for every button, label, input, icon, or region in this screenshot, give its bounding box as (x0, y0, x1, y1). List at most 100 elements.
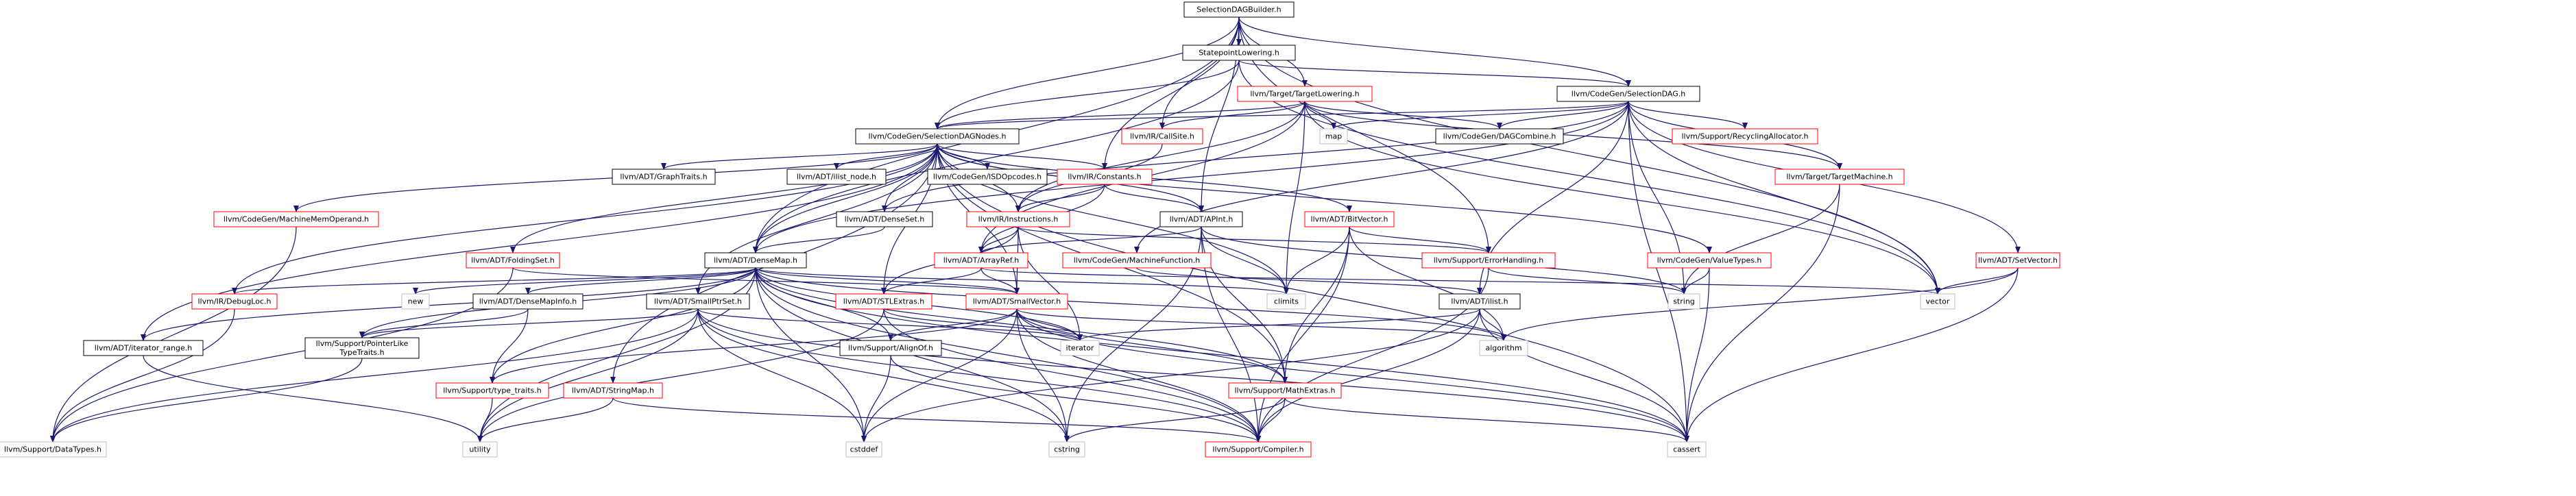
node-stlextras[interactable]: llvm/ADT/STLExtras.h (835, 293, 932, 310)
node-box-iterator (1060, 340, 1100, 356)
edge-stat-to-vector (1238, 60, 1940, 295)
node-label-recyc: llvm/Support/RecyclingAllocator.h (1681, 132, 1808, 141)
node-box-sdag (1556, 86, 1700, 102)
edge-smallptr-to-ptrlike (359, 308, 699, 338)
edge-alignof-to-cstddef (861, 355, 891, 443)
edge-smallvec-to-cassert (1016, 308, 1689, 443)
node-sdag[interactable]: llvm/CodeGen/SelectionDAG.h (1556, 86, 1700, 102)
edge-sdag-to-vector (1628, 101, 1940, 295)
node-ilistnode[interactable]: llvm/ADT/ilist_node.h (786, 169, 887, 185)
edge-smallptr-to-iterator (697, 308, 1083, 341)
node-label-ptrlike: llvm/Support/PointerLike (316, 339, 409, 348)
node-box-datatypes (0, 441, 107, 458)
edge-sdn-to-debugloc (232, 143, 938, 295)
edge-densemap-to-cstddef (755, 267, 867, 443)
edge-smallvec-to-cstring (1016, 308, 1070, 443)
node-setvec[interactable]: llvm/ADT/SetVector.h (1975, 252, 2060, 269)
node-arrayref[interactable]: llvm/ADT/ArrayRef.h (934, 252, 1028, 269)
node-box-instr (966, 211, 1070, 227)
node-vector: vector (1920, 293, 1955, 310)
node-box-isd (927, 169, 1048, 185)
edge-constants-to-instr (1015, 184, 1105, 212)
node-box-mfunc (1062, 252, 1212, 269)
node-cstddef: cstddef (845, 441, 882, 458)
node-label-dmapinfo: llvm/ADT/DenseMapInfo.h (479, 297, 577, 306)
node-compiler[interactable]: llvm/Support/Compiler.h (1205, 441, 1312, 458)
node-valtypes[interactable]: llvm/CodeGen/ValueTypes.h (1647, 252, 1772, 269)
node-label-errh: llvm/Support/ErrorHandling.h (1434, 256, 1544, 265)
edge-arrayref-to-vector (980, 267, 1940, 295)
node-callsite[interactable]: llvm/IR/CallSite.h (1121, 128, 1203, 145)
edge-ilist-to-algorithm (1479, 308, 1506, 341)
node-label-smallptr: llvm/ADT/SmallPtrSet.h (654, 297, 742, 306)
node-label-instr: llvm/IR/Instructions.h (978, 215, 1059, 224)
edge-densemap-to-mathext (755, 267, 1288, 384)
node-box-new (401, 293, 430, 310)
edge-mathext-to-compiler (1255, 397, 1286, 443)
node-constants[interactable]: llvm/IR/Constants.h (1057, 169, 1153, 185)
node-box-dmapinfo (472, 293, 583, 310)
node-box-stringmap (563, 382, 663, 399)
edge-sdn-to-ilistnode (834, 143, 938, 170)
node-stat[interactable]: StatepointLowering.h (1182, 45, 1296, 61)
edge-stlextras-to-iterator (883, 308, 1083, 341)
node-bitvec[interactable]: llvm/ADT/BitVector.h (1304, 211, 1395, 227)
node-box-denseset (836, 211, 933, 227)
node-errh[interactable]: llvm/Support/ErrorHandling.h (1421, 252, 1556, 269)
edge-bitvec-to-compiler (1255, 226, 1350, 443)
node-label-iterator: iterator (1066, 344, 1094, 353)
node-box-dagc (1435, 128, 1564, 145)
node-tmach[interactable]: llvm/Target/TargetMachine.h (1774, 169, 1905, 185)
node-mathext[interactable]: llvm/Support/MathExtras.h (1228, 382, 1342, 399)
edge-root-to-sdag (1238, 16, 1631, 87)
node-iterrange[interactable]: llvm/ADT/iterator_range.h (83, 340, 204, 356)
node-root[interactable]: SelectionDAGBuilder.h (1183, 1, 1295, 18)
edge-smallvec-to-algorithm (1016, 308, 1506, 341)
node-instr[interactable]: llvm/IR/Instructions.h (966, 211, 1070, 227)
node-isd[interactable]: llvm/CodeGen/ISDOpcodes.h (927, 169, 1048, 185)
edge-stat-to-densemap (753, 60, 1240, 253)
node-folding[interactable]: llvm/ADT/FoldingSet.h (466, 252, 560, 269)
edge-bitvec-to-errh (1349, 226, 1491, 253)
node-label-valtypes: llvm/CodeGen/ValueTypes.h (1657, 256, 1762, 265)
node-sdn[interactable]: llvm/CodeGen/SelectionDAGNodes.h (855, 128, 1020, 145)
node-label-climits: climits (1274, 297, 1299, 306)
node-densemap[interactable]: llvm/ADT/DenseMap.h (704, 252, 807, 269)
node-label-dagc: llvm/CodeGen/DAGCombine.h (1443, 132, 1556, 141)
edge-bitvec-to-algorithm (1349, 226, 1506, 341)
node-label-tmach: llvm/Target/TargetMachine.h (1786, 173, 1892, 182)
node-denseset[interactable]: llvm/ADT/DenseSet.h (836, 211, 933, 227)
node-ilist[interactable]: llvm/ADT/ilist.h (1439, 293, 1521, 310)
node-tlow[interactable]: llvm/Target/TargetLowering.h (1237, 86, 1373, 102)
node-label-arrayref: llvm/ADT/ArrayRef.h (943, 256, 1020, 265)
node-smallvec[interactable]: llvm/ADT/SmallVector.h (965, 293, 1068, 310)
edge-smallptr-to-cassert (697, 308, 1689, 443)
node-box-compiler (1205, 441, 1312, 458)
node-dmapinfo[interactable]: llvm/ADT/DenseMapInfo.h (472, 293, 583, 310)
node-graphtraits[interactable]: llvm/ADT/GraphTraits.h (612, 169, 716, 185)
node-apint[interactable]: llvm/ADT/APInt.h (1159, 211, 1243, 227)
node-typetraits[interactable]: llvm/Support/type_traits.h (435, 382, 549, 399)
node-label-algorithm: algorithm (1485, 344, 1521, 353)
node-label-debugloc: llvm/IR/DebugLoc.h (198, 297, 272, 306)
edge-mathext-to-cstring (1064, 397, 1286, 443)
node-smallptr[interactable]: llvm/ADT/SmallPtrSet.h (646, 293, 750, 310)
node-label-datatypes: llvm/Support/DataTypes.h (4, 445, 101, 454)
node-debugloc[interactable]: llvm/IR/DebugLoc.h (191, 293, 278, 310)
node-box-ptrlike (304, 337, 420, 359)
edge-sdn-to-constants (937, 143, 1107, 170)
node-alignof[interactable]: llvm/Support/AlignOf.h (839, 340, 942, 356)
node-mmo[interactable]: llvm/CodeGen/MachineMemOperand.h (213, 211, 379, 227)
node-label-mmo: llvm/CodeGen/MachineMemOperand.h (224, 215, 369, 224)
node-dagc[interactable]: llvm/CodeGen/DAGCombine.h (1435, 128, 1564, 145)
node-label-apint: llvm/ADT/APInt.h (1170, 215, 1233, 224)
node-stringmap[interactable]: llvm/ADT/StringMap.h (563, 382, 663, 399)
node-recyc[interactable]: llvm/Support/RecyclingAllocator.h (1672, 128, 1818, 145)
edge-ilist-to-compiler (1255, 308, 1480, 443)
node-mfunc[interactable]: llvm/CodeGen/MachineFunction.h (1062, 252, 1212, 269)
node-label-ilist: llvm/ADT/ilist.h (1451, 297, 1508, 306)
node-box-utility (462, 441, 498, 458)
node-box-errh (1421, 252, 1556, 269)
edge-sdn-to-iterrange (141, 143, 938, 341)
